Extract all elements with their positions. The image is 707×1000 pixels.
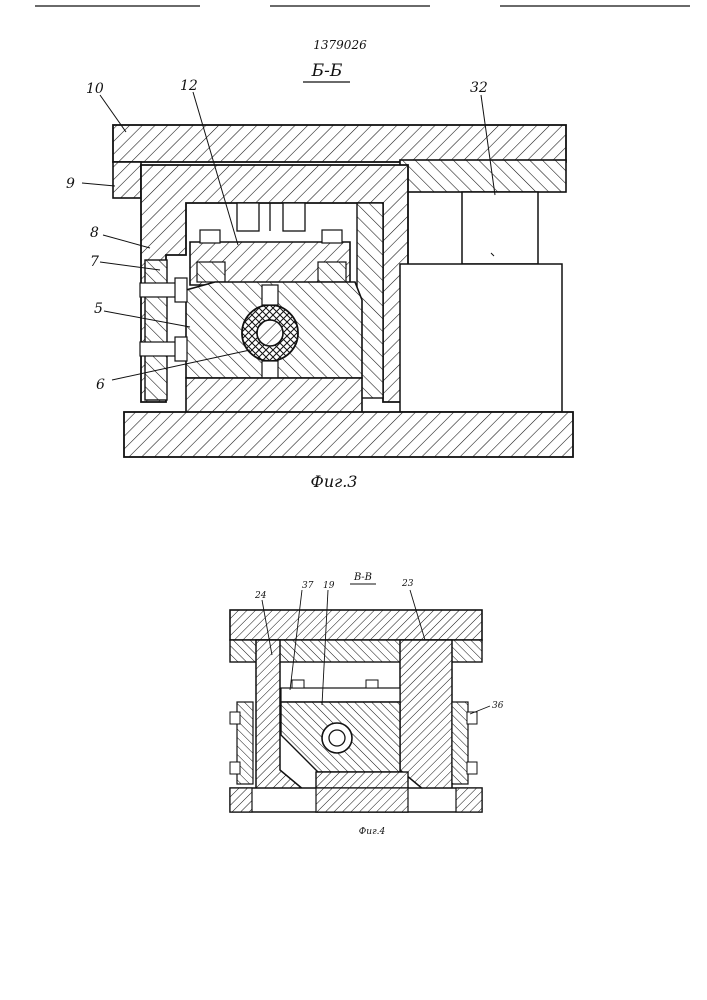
fig3-lower-base-block [186, 378, 362, 416]
fig3-workpiece-neck-top [262, 285, 278, 305]
fig3-punch-rods [237, 203, 305, 231]
fig4-bolt-heads [292, 680, 378, 688]
fig3-callout-5: 5 [94, 301, 103, 317]
fig3-callout-12: 12 [180, 78, 198, 94]
fig3-guide-block-32-upper [462, 192, 538, 264]
fig3-callout-6: 6 [96, 377, 105, 393]
fig4-callout-23: 23 [401, 579, 414, 589]
fig4-section-label: В-В [353, 572, 372, 583]
fig3-bolt-heads [200, 230, 342, 243]
fig3-top-plate [113, 125, 566, 162]
figure-4: В-В [230, 572, 504, 837]
fig4-base-right [456, 788, 482, 812]
fig4-base-left [230, 788, 252, 812]
fig3-block-9 [113, 162, 141, 198]
fig4-callout-19: 19 [323, 581, 335, 591]
fig3-callout-8: 8 [90, 225, 99, 241]
fig3-workpiece-neck-bottom [262, 361, 278, 378]
fig4-top-plate [230, 610, 482, 640]
fig4-caption: Фиг.4 [359, 827, 386, 837]
fig3-base-plate [124, 412, 573, 457]
fig3-top-plate-lower [400, 160, 566, 192]
fig4-upper-die-37 [281, 688, 400, 702]
fig4-base-mid [316, 788, 408, 812]
fig3-side-clamp-7 [145, 260, 167, 400]
figure-3: Б-Б [66, 61, 573, 491]
fig4-workpiece-core [329, 730, 345, 746]
fig4-callout-36: 36 [492, 701, 504, 711]
fig3-insert-left [197, 262, 225, 282]
fig4-right-clamp [452, 702, 468, 784]
patent-number: 1379026 [313, 38, 367, 52]
fig3-callout-7: 7 [90, 254, 99, 270]
fig3-callout-10: 10 [86, 81, 104, 97]
fig3-section-label: Б-Б [311, 61, 343, 81]
fig3-caption: Фиг.3 [311, 472, 358, 491]
fig3-callout-9: 9 [66, 176, 75, 192]
fig3-guide-block-32-lower [400, 264, 562, 412]
fig3-workpiece-core [257, 320, 283, 346]
fig4-callout-37: 37 [302, 581, 314, 591]
fig4-callout-24: 24 [254, 591, 267, 601]
fig3-callout-32: 32 [470, 80, 488, 96]
fig3-insert-right [318, 262, 346, 282]
